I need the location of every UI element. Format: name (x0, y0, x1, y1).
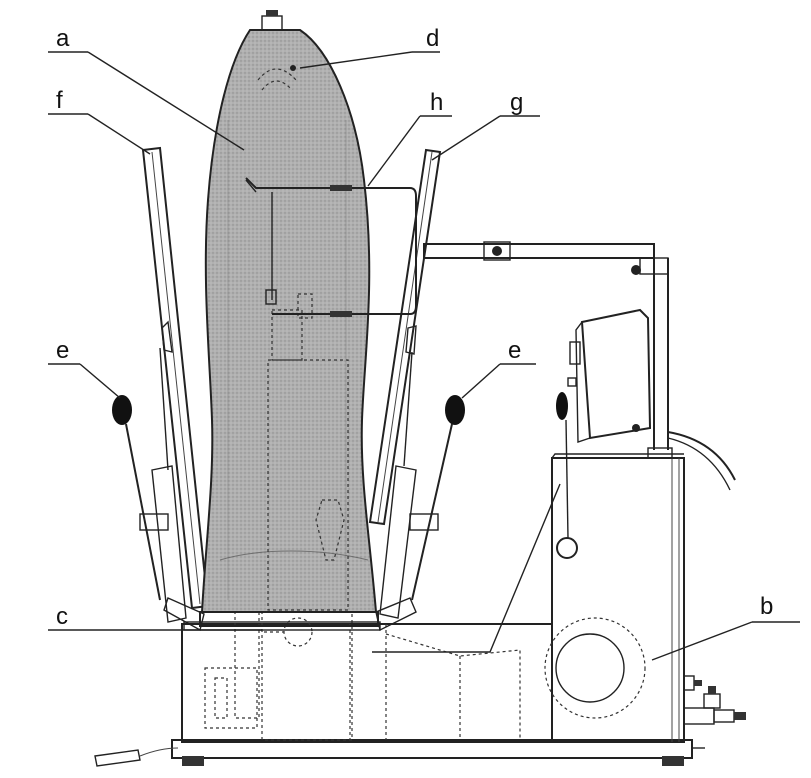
cabinet-lever (556, 392, 578, 559)
label-f: f (56, 87, 63, 114)
label-e-right: e (508, 337, 521, 364)
right-handle (411, 395, 465, 601)
form-pedestal (183, 611, 381, 631)
control-box (567, 258, 736, 491)
label-e-left: e (56, 337, 69, 364)
form-body (200, 10, 378, 613)
label-a: a (56, 25, 70, 52)
left-handle (112, 395, 161, 601)
sleeve-rail (245, 177, 417, 317)
label-g: g (510, 89, 523, 116)
label-d: d (426, 25, 439, 52)
label-c: c (56, 603, 68, 630)
right-clamp-arm (368, 148, 442, 632)
label-b: b (760, 593, 773, 620)
base-plate (171, 739, 705, 766)
left-clamp-arm (139, 146, 210, 632)
leader-lines (48, 51, 800, 661)
support-arm (423, 241, 669, 275)
foot-pedal (94, 747, 179, 767)
label-h: h (430, 89, 443, 116)
valves (683, 675, 746, 725)
